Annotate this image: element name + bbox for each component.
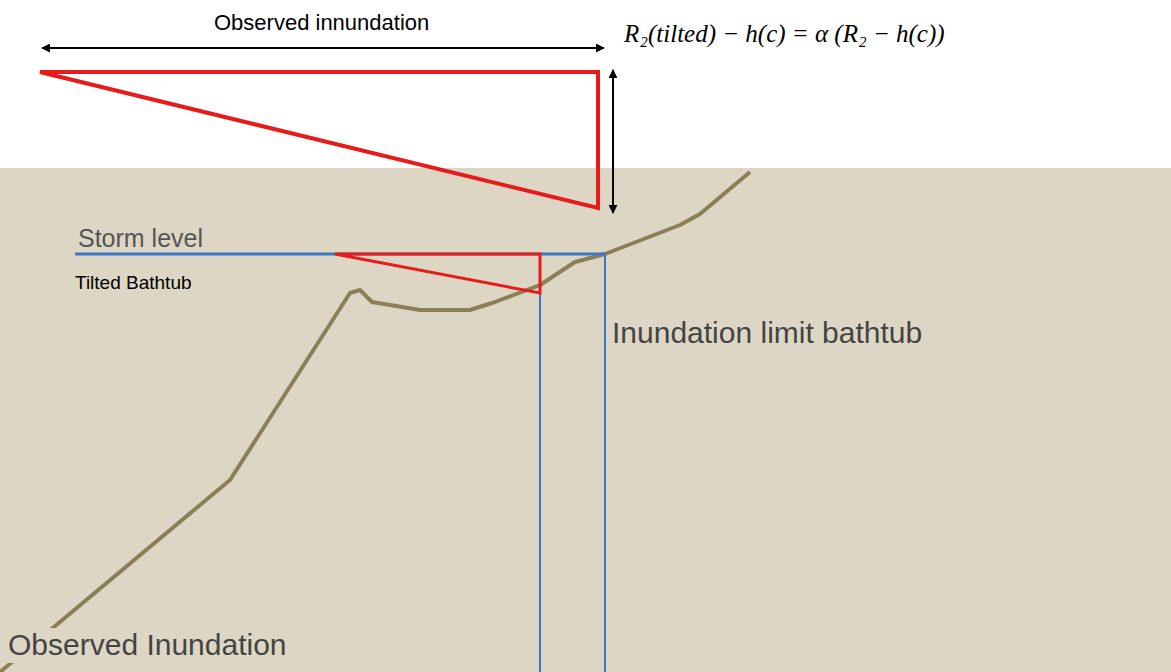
dimension-label: Observed innundation [214,10,429,35]
inundation-dimension-arrow [42,47,604,49]
height-dimension-arrow [612,70,614,213]
enlarged-triangle [40,72,598,208]
bathtub-limit-line [604,254,606,672]
observed-limit-line [539,254,541,672]
observed-label: Observed Inundation [4,628,291,663]
water-level-label: Storm level [78,224,203,253]
formula-label: R₂(tilted) − h(c) = α (R₂ − h(c)) [624,20,945,49]
limit-label: Inundation limit bathtub [612,316,922,351]
land-profile [0,172,750,672]
ground-panel [0,168,1171,672]
method-label: Tilted Bathtub [75,272,192,294]
tilted-bathtub-triangle [335,254,540,293]
